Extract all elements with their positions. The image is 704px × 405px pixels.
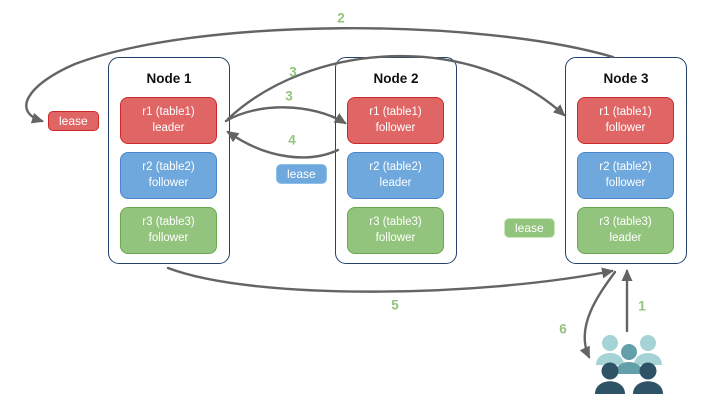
flow-label-3a: 3 — [289, 64, 297, 80]
node2-r2-replica: r2 (table2) leader — [347, 152, 444, 199]
node3-r2-replica: r2 (table2) follower — [577, 152, 674, 199]
replica-name: r1 (table1) — [599, 106, 652, 119]
node1-r1-replica: r1 (table1) leader — [120, 97, 217, 144]
node1-r3-replica: r3 (table3) follower — [120, 207, 217, 254]
replica-role: follower — [375, 231, 416, 244]
node3-r3-replica: r3 (table3) leader — [577, 207, 674, 254]
node1-r2-replica: r2 (table2) follower — [120, 152, 217, 199]
node-3-title: Node 3 — [603, 71, 649, 86]
flow-label-6: 6 — [559, 321, 567, 337]
replica-role: follower — [605, 121, 646, 134]
flow-label-1: 1 — [638, 298, 646, 314]
node-1-box: Node 1 r1 (table1) leader r2 (table2) fo… — [108, 57, 230, 264]
replica-role: follower — [605, 176, 646, 189]
replica-name: r3 (table3) — [599, 216, 652, 229]
lease-badge-table1: lease — [48, 111, 99, 131]
replica-role: follower — [148, 176, 189, 189]
replica-name: r1 (table1) — [369, 106, 422, 119]
flow-label-3b: 3 — [285, 88, 293, 104]
node-3-box: Node 3 r1 (table1) follower r2 (table2) … — [565, 57, 687, 264]
node-2-title: Node 2 — [373, 71, 419, 86]
replica-name: r2 (table2) — [599, 161, 652, 174]
node-2-box: Node 2 r1 (table1) follower r2 (table2) … — [335, 57, 457, 264]
replica-role: follower — [148, 231, 189, 244]
replica-name: r2 (table2) — [369, 161, 422, 174]
flow-label-4: 4 — [288, 132, 296, 148]
replica-name: r3 (table3) — [142, 216, 195, 229]
arrow-step4-node2-to-leader — [226, 130, 340, 159]
replica-name: r1 (table1) — [142, 106, 195, 119]
replica-role: leader — [152, 121, 185, 134]
node2-r1-replica: r1 (table1) follower — [347, 97, 444, 144]
node3-r1-replica: r1 (table1) follower — [577, 97, 674, 144]
replica-name: r3 (table3) — [369, 216, 422, 229]
replica-name: r2 (table2) — [142, 161, 195, 174]
arrow-step5-node1-to-node3 — [166, 266, 614, 293]
arrow-step3-leader-to-node2-follower — [224, 106, 347, 125]
node2-r3-replica: r3 (table3) follower — [347, 207, 444, 254]
replica-role: follower — [375, 121, 416, 134]
replica-role: leader — [379, 176, 412, 189]
users-group-icon — [595, 335, 663, 394]
replica-role: leader — [609, 231, 642, 244]
lease-badge-table3: lease — [504, 218, 555, 238]
flow-label-2: 2 — [337, 10, 345, 26]
flow-label-5: 5 — [391, 297, 399, 313]
node-1-title: Node 1 — [146, 71, 192, 86]
lease-badge-table2: lease — [276, 164, 327, 184]
